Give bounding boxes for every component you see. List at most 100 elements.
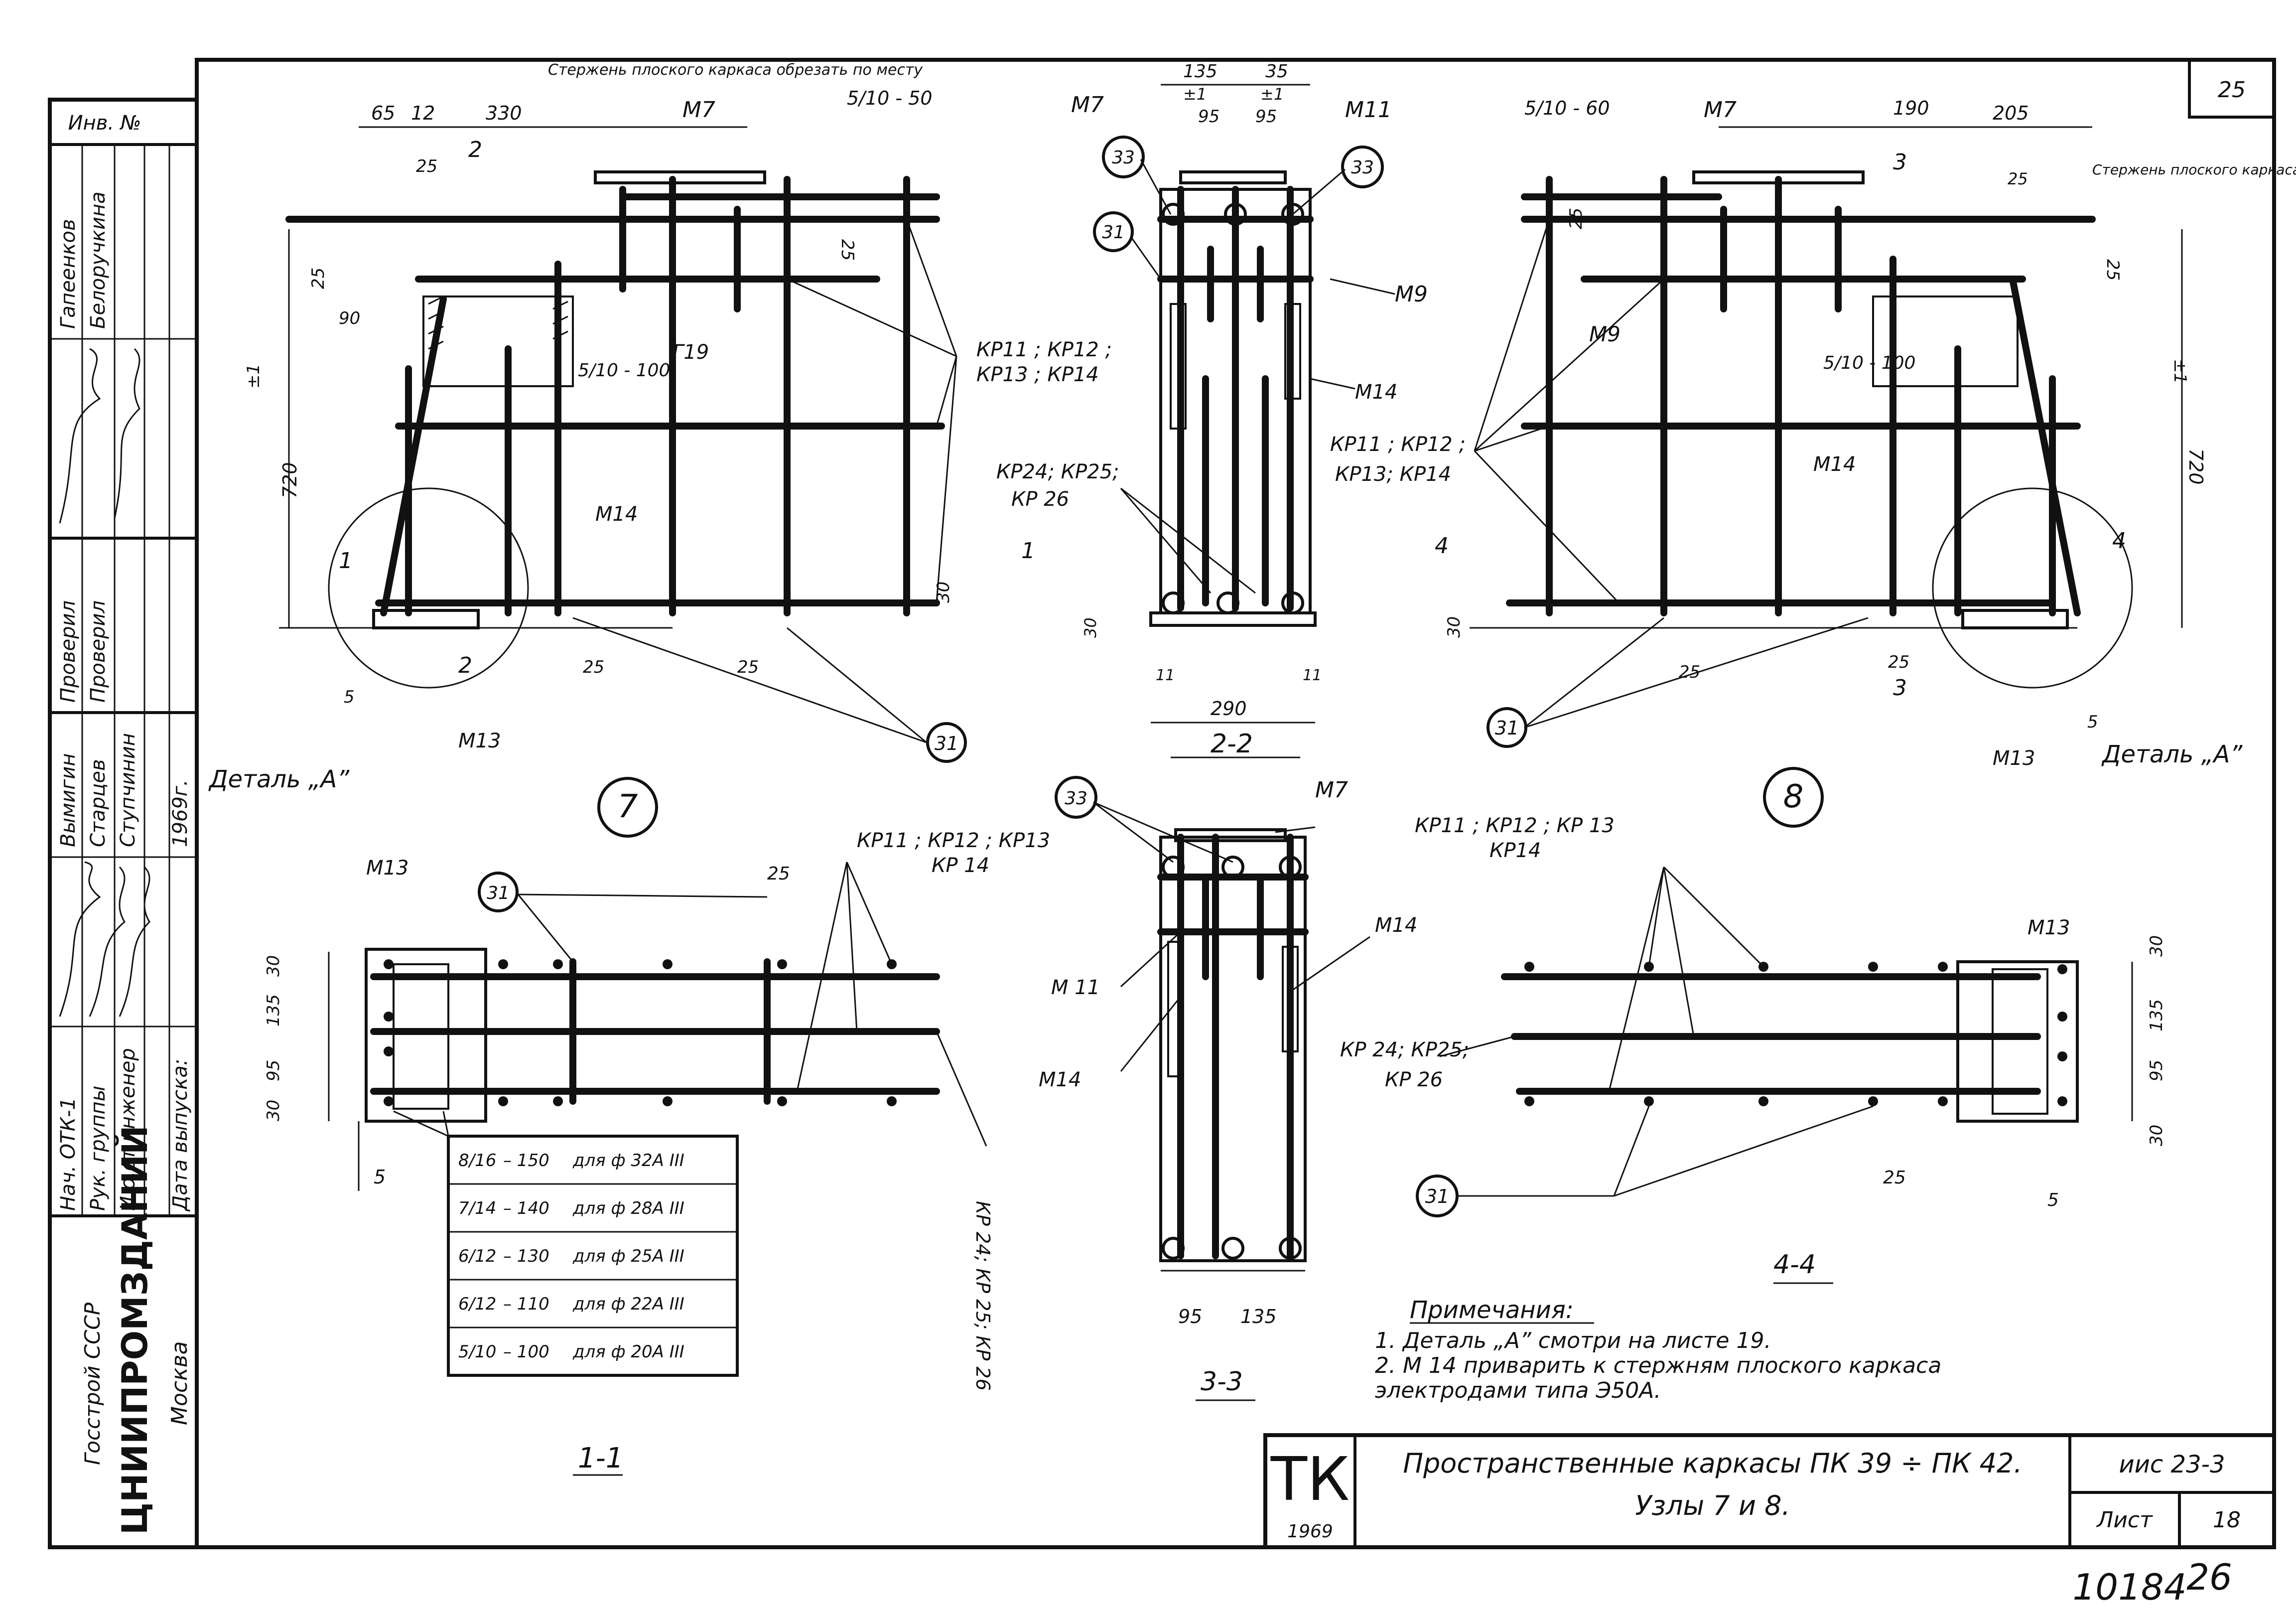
sec11-leader [846,862,893,965]
node7-leader [906,219,957,357]
node7-detail: Деталь „А” [208,765,350,793]
sec33-rebar [1279,1237,1302,1260]
sec22-leader [1130,236,1162,280]
sec22-hatch [1284,303,1301,400]
role-1: Нач. ОТК-1 [57,1097,80,1211]
sec22-rebar [1162,591,1185,614]
node7-elevation: 65 12 330 М7 5/10 - 50 25 2 25 25 90 Г19… [208,61,1112,838]
sec22-m14: М14 [1355,381,1397,404]
sec22-t1-a: ±1 [1183,85,1207,104]
tk-logo-letters: ТК [1270,1445,1350,1514]
sec22-dim-35: 35 [1265,61,1288,82]
node7-mark-31-circle [926,722,967,763]
node8-detail: Деталь „А” [2101,740,2243,768]
sec33-m11: М 11 [1051,976,1100,999]
sec33-leader [1093,801,1233,863]
node7-section-2-top: 2 [468,137,482,162]
sec22-mark-31: 31 [1102,222,1125,243]
sec22-mark-33a-circle [1102,136,1145,178]
title-line2: Узлы 7 и 8. [1635,1490,1790,1521]
sec44-rebar-dot [1644,1096,1654,1106]
sec44-leader [1663,866,1764,968]
sec11-rebar-dot [553,1096,563,1106]
sheet-number-box [2188,58,2276,119]
node8-m7: М7 [1704,97,1737,123]
sec33-m7: М7 [1315,777,1348,803]
sec11-leader [518,893,768,898]
sec22-dim-95-a: 95 [1198,107,1219,127]
sec11-row4-text: для ф 22А III [572,1294,684,1314]
node7-dim-5: 5 [344,687,355,707]
sec11-rebar-dot [498,1096,508,1106]
sec11-leader [846,862,858,1032]
sec44-leader [1648,867,1665,967]
signature-4 [89,866,126,1017]
title-block: ТК 1969 Пространственные каркасы ПК 39 ÷… [1263,1433,2276,1549]
sec22-rebar [1224,203,1247,226]
sec11-table-row: 7/14 – 140 для ф 28А III [458,1198,684,1218]
sec44-rebar-dot [1524,1096,1534,1106]
node8-dim-720: 720 [2185,448,2207,485]
node8-kr: КР11 ; КР12 ; [1330,433,1466,456]
node8-hatched-plate [1872,295,2019,387]
sec22-kr: КР24; КР25; [996,460,1119,483]
notes-heading: Примечания: [1410,1296,1574,1324]
sec11-row3-text: для ф 25А III [572,1246,684,1266]
sec44-leader [1614,1105,1874,1197]
sec44-hatch [1992,968,2048,1115]
node7-number: 7 [618,788,638,825]
node8-dim-25e: 25 [1888,652,1909,672]
node8-leader [1474,425,1550,452]
node8-section-4-left: 4 [1435,533,1449,559]
sec44-rebar-dot [1758,1096,1768,1106]
sec22-leader [1310,378,1355,390]
sec22-m7-plate [1179,170,1287,184]
sec22-leader [1330,278,1395,295]
sec22-rebar [1162,203,1185,226]
sec11-rebar-dot [384,1046,394,1056]
sheet-num: 18 [2213,1507,2241,1533]
node8-dim-25c: 25 [2103,259,2123,281]
sec33-leader [1120,931,1182,988]
node8-dim-25a: 25 [2008,169,2028,188]
sec44-rebar-dot [1524,962,1534,972]
org-line1: Госстрой СССР [80,1302,105,1465]
node7-hatch-lines [428,295,568,350]
sec11-title: 1-1 [578,1442,623,1474]
archive-suffix: 26 [2186,1556,2232,1598]
sec11-row1-step: – 150 [503,1151,549,1171]
sec44-rebar-dot [1938,1096,1948,1106]
node7-leader [936,356,957,427]
sec11-rebar-dot [663,959,673,969]
sec11-mark-31: 31 [487,883,510,903]
sec33-leader [1275,826,1316,833]
sec22-leader [1292,168,1346,215]
designer-1: Гапеенков [57,219,80,329]
sec44-kr3: КР 24; КР25; [1340,1038,1469,1061]
sec11-row5-text: для ф 20А III [572,1342,684,1362]
sec33-rebar [1279,856,1302,879]
node7-kr: КР11 ; КР12 ; [976,338,1112,361]
node8-section-4-right: 4 [2112,528,2126,554]
node8-leader [1524,617,1869,729]
sec11-table-row: 6/12 – 130 для ф 25А III [458,1246,684,1266]
sec11-table-row: 8/16 – 150 для ф 32А III [458,1151,684,1171]
sec11-row5-step: – 100 [503,1342,549,1362]
node8-cut-note: Стержень плоского каркаса обрезать по ме… [2092,161,2296,178]
sec11-row5-spacing: 5/10 [458,1342,496,1362]
sec33-leader [1093,801,1174,863]
name-2: Старцев [87,759,110,847]
sec22-mark-33b: 33 [1351,157,1374,178]
sec44-title: 4-4 [1773,1250,1816,1280]
sec22-m9: М9 [1395,282,1428,307]
sec33-rebar [1221,1237,1244,1260]
sec44-m13-plate [1956,960,2079,1123]
node7-dim-30: 30 [934,582,953,603]
sec22-leader [1120,487,1256,594]
sec22-dim-135: 135 [1183,61,1217,82]
role-2: Рук. группы [87,1086,110,1211]
node8-leader [1524,617,1664,729]
node8-dim-25b: 25 [1566,208,1586,229]
sec11-mark-31-circle [478,872,519,912]
sec22-section-1: 1 [1021,538,1035,564]
